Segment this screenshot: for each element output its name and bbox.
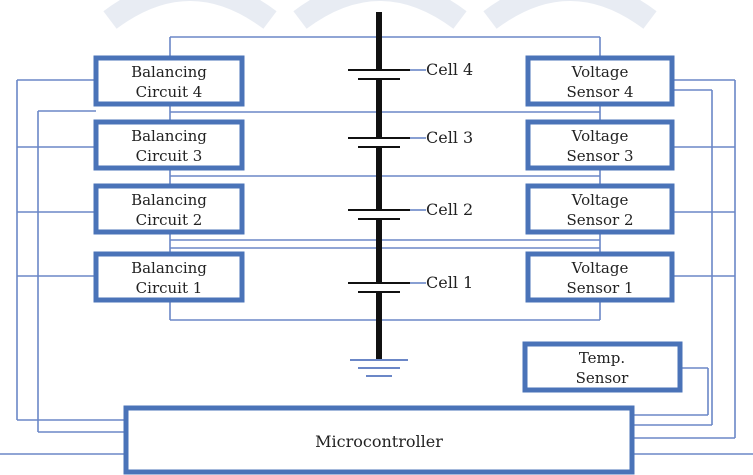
balancing-circuit-3-line1: Balancing <box>131 127 207 145</box>
battery-cell-3: Cell 3 <box>348 128 473 148</box>
voltage-sensor-3: Voltage Sensor 3 <box>525 119 675 171</box>
balancing-circuits: Balancing Circuit 4 Balancing Circuit 3 … <box>93 55 245 303</box>
balancing-circuit-2-line2: Circuit 2 <box>136 211 203 229</box>
voltage-sensor-2-line1: Voltage <box>571 191 629 209</box>
cell-gap <box>374 211 384 218</box>
cell-label-1: Cell 1 <box>426 273 473 292</box>
balancing-circuit-4: Balancing Circuit 4 <box>93 55 245 107</box>
battery-cell-1: Cell 1 <box>348 273 473 293</box>
voltage-sensor-4: Voltage Sensor 4 <box>525 55 675 107</box>
balancing-circuit-2-line1: Balancing <box>131 191 207 209</box>
temp-sensor: Temp. Sensor <box>522 341 683 393</box>
cell-stack <box>350 12 408 377</box>
watermark <box>103 0 657 29</box>
temp-sensor-line2: Sensor <box>576 369 630 387</box>
battery-cell-4: Cell 4 <box>348 60 473 80</box>
voltage-sensor-3-line1: Voltage <box>571 127 629 145</box>
cells: Cell 4 Cell 3 Cell 2 Cell 1 <box>348 60 473 293</box>
ground-symbol <box>350 359 408 377</box>
cell-gap <box>374 71 384 78</box>
temp-sensor-line1: Temp. <box>579 349 625 367</box>
voltage-sensor-1-line1: Voltage <box>571 259 629 277</box>
balancing-circuit-4-line1: Balancing <box>131 63 207 81</box>
balancing-circuit-3-line2: Circuit 3 <box>136 147 203 165</box>
voltage-sensor-2-line2: Sensor 2 <box>566 211 633 229</box>
voltage-sensor-4-line2: Sensor 4 <box>566 83 633 101</box>
balancing-circuit-3: Balancing Circuit 3 <box>93 119 245 171</box>
balancing-circuit-2: Balancing Circuit 2 <box>93 183 245 235</box>
cell-gap <box>374 139 384 146</box>
voltage-sensor-4-line1: Voltage <box>571 63 629 81</box>
cell-label-4: Cell 4 <box>426 60 473 79</box>
balancing-circuit-1-line1: Balancing <box>131 259 207 277</box>
voltage-sensors: Voltage Sensor 4 Voltage Sensor 3 Voltag… <box>525 55 675 303</box>
voltage-sensor-1-line2: Sensor 1 <box>566 279 633 297</box>
cell-label-3: Cell 3 <box>426 128 473 147</box>
battery-cell-2: Cell 2 <box>348 200 473 220</box>
microcontroller-label: Microcontroller <box>315 432 443 451</box>
microcontroller: Microcontroller <box>123 405 635 475</box>
balancing-circuit-4-line2: Circuit 4 <box>136 83 203 101</box>
wiring <box>0 36 753 455</box>
voltage-sensor-2: Voltage Sensor 2 <box>525 183 675 235</box>
cell-gap <box>374 284 384 291</box>
balancing-circuit-1: Balancing Circuit 1 <box>93 251 245 303</box>
voltage-sensor-1: Voltage Sensor 1 <box>525 251 675 303</box>
balancing-circuit-1-line2: Circuit 1 <box>136 279 203 297</box>
voltage-sensor-3-line2: Sensor 3 <box>566 147 633 165</box>
cell-label-2: Cell 2 <box>426 200 473 219</box>
